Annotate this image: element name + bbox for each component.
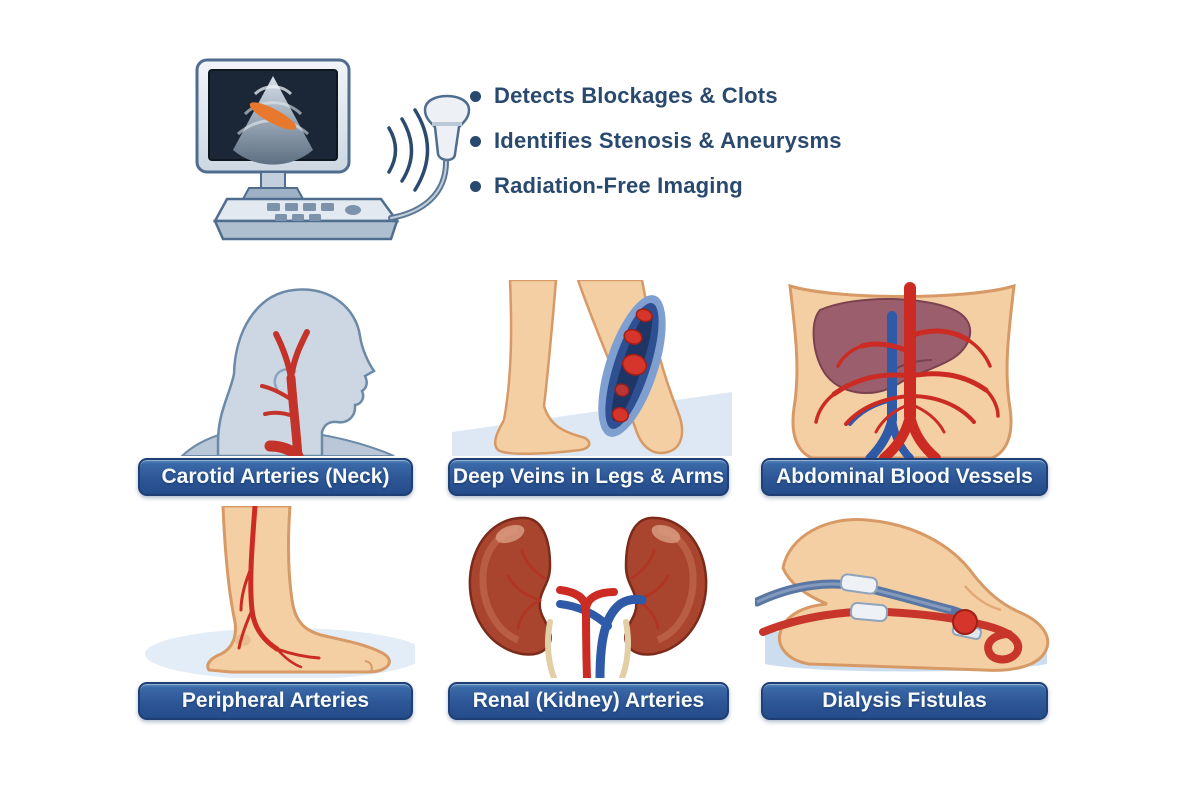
head-neck-carotid-arteries-illustration xyxy=(180,280,410,456)
panel-label-peripheral[interactable]: Peripheral Arteries xyxy=(138,682,413,720)
feature-text: Radiation-Free Imaging xyxy=(494,173,743,198)
abdomen-liver-aorta-vessels-illustration xyxy=(762,280,1042,458)
bullet-icon xyxy=(470,180,481,192)
ultrasound-machine-icon xyxy=(185,52,475,247)
feature-list: Detects Blockages & Clots Identifies Ste… xyxy=(470,82,842,217)
panel-label-abdominal[interactable]: Abdominal Blood Vessels xyxy=(761,458,1048,496)
bullet-icon xyxy=(470,135,481,147)
feature-text: Identifies Stenosis & Aneurysms xyxy=(494,128,842,153)
legs-deep-vein-clots-illustration xyxy=(452,280,732,456)
feature-text: Detects Blockages & Clots xyxy=(494,83,778,108)
feature-item: Radiation-Free Imaging xyxy=(470,172,842,200)
feature-item: Identifies Stenosis & Aneurysms xyxy=(470,127,842,155)
panel-label-carotid[interactable]: Carotid Arteries (Neck) xyxy=(138,458,413,496)
kidneys-renal-vessels-illustration xyxy=(448,506,728,678)
panel-label-renal[interactable]: Renal (Kidney) Arteries xyxy=(448,682,729,720)
panel-label-dialysis[interactable]: Dialysis Fistulas xyxy=(761,682,1048,720)
bullet-icon xyxy=(470,90,481,102)
lower-leg-foot-arteries-illustration xyxy=(135,506,415,678)
feature-item: Detects Blockages & Clots xyxy=(470,82,842,110)
panel-label-deep-veins[interactable]: Deep Veins in Legs & Arms xyxy=(448,458,729,496)
arm-dialysis-fistula-illustration xyxy=(755,506,1055,678)
